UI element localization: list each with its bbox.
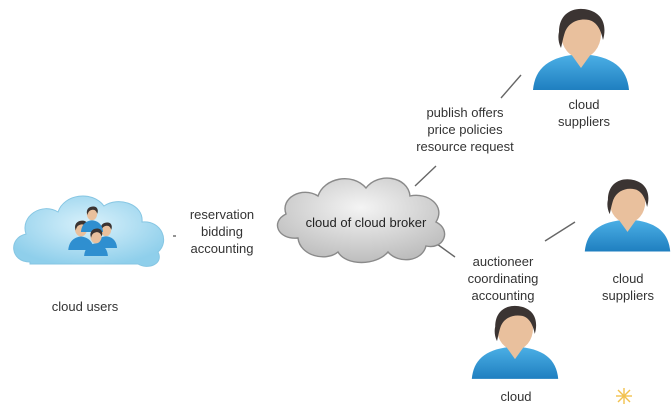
supplier-label-line: cloud (568, 97, 600, 112)
top-link-line: publish offers (426, 105, 504, 120)
users-link-line: bidding (201, 224, 243, 239)
supplier-person-icon (533, 8, 629, 90)
supplier-person-icon (584, 179, 671, 252)
supplier-label-line: suppliers (601, 288, 655, 303)
supplier-label-line: cloud (612, 271, 644, 286)
connector-label-supplier-right (544, 221, 576, 242)
supplier-person-icon (471, 305, 559, 379)
connector-broker-supplier-top (500, 74, 522, 99)
top-link-labels: publish offers price policies resource r… (400, 104, 530, 155)
supplier-label-top: cloud suppliers (536, 96, 632, 130)
connector-broker-label-bottom (436, 243, 456, 258)
bottom-link-line: accounting (471, 288, 535, 303)
connector-lines (173, 74, 576, 258)
bottom-link-line: coordinating (467, 271, 539, 286)
cloud-users-icon (13, 195, 164, 267)
users-link-labels: reservation bidding accounting (172, 206, 272, 257)
top-link-line: price policies (427, 122, 503, 137)
sparkle-icon (616, 388, 632, 404)
supplier-label-line: suppliers (557, 114, 611, 129)
supplier-label-bottom: cloud (468, 388, 564, 405)
supplier-label-right: cloud suppliers (584, 270, 672, 304)
bottom-link-line: auctioneer (472, 254, 534, 269)
users-link-line: reservation (189, 207, 255, 222)
broker-label: cloud of cloud broker (305, 215, 427, 230)
bottom-link-labels: auctioneer coordinating accounting (448, 253, 558, 304)
top-link-line: resource request (416, 139, 514, 154)
cloud-users-label: cloud users (51, 299, 119, 314)
broker-cloud-icon (276, 177, 446, 264)
users-link-line: accounting (190, 241, 254, 256)
connector-broker-label-top (414, 165, 437, 187)
supplier-label-line: cloud (500, 389, 532, 404)
